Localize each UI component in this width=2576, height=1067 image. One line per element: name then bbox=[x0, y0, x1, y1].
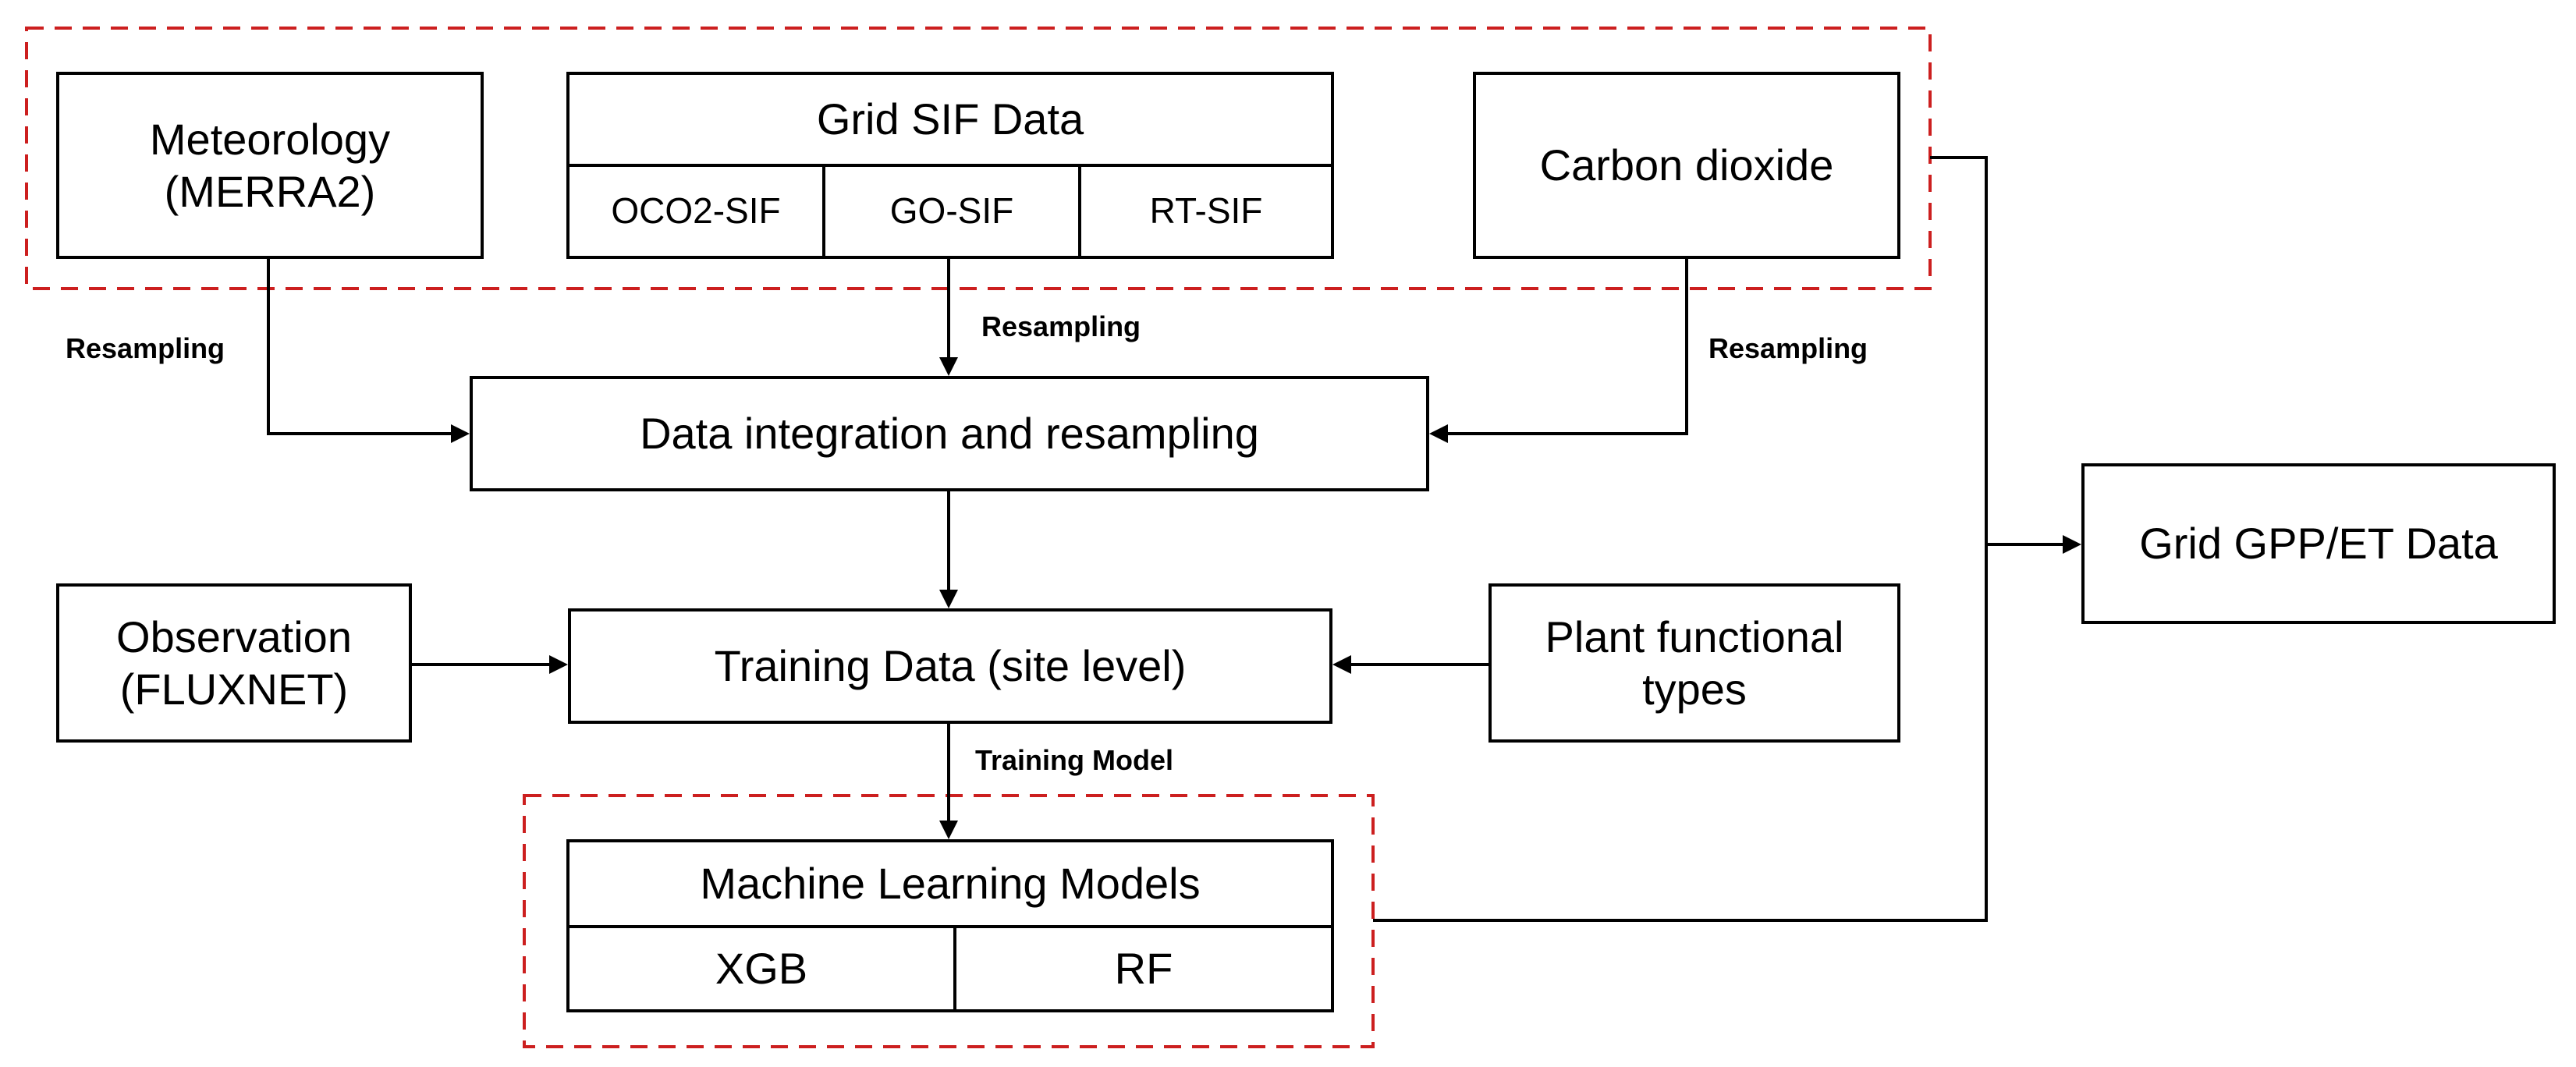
arrowhead-icon bbox=[939, 590, 958, 608]
resampling-label-left: Resampling bbox=[66, 332, 225, 364]
ml-models-node: Machine Learning Models XGB RF bbox=[566, 839, 1334, 1012]
grid-sif-oco2: OCO2-SIF bbox=[569, 167, 825, 256]
resampling-label-center: Resampling bbox=[981, 310, 1141, 342]
data-integration-node: Data integration and resampling bbox=[470, 376, 1429, 491]
ml-to-output-connector bbox=[1373, 543, 2063, 922]
meteorology-line1: Meteorology bbox=[149, 114, 391, 164]
meteorology-line2: (MERRA2) bbox=[164, 167, 376, 216]
arrowhead-icon bbox=[451, 424, 470, 443]
grid-sif-title: Grid SIF Data bbox=[569, 75, 1331, 167]
grid-sif-rtsif: RT-SIF bbox=[1149, 190, 1263, 232]
grid-sif-node: Grid SIF Data OCO2-SIF GO-SIF RT-SIF bbox=[566, 72, 1334, 259]
pft-line2: types bbox=[1642, 665, 1747, 714]
plant-functional-types-node: Plant functional types bbox=[1488, 583, 1900, 743]
inputs-to-output-connector bbox=[1930, 156, 1988, 544]
ml-models-title: Machine Learning Models bbox=[569, 842, 1331, 928]
grid-sif-gosif: GO-SIF bbox=[825, 167, 1081, 256]
meteorology-to-integration-connector bbox=[267, 259, 452, 435]
resampling-label-right: Resampling bbox=[1708, 332, 1868, 364]
training-model-label: Training Model bbox=[975, 744, 1174, 776]
ml-model-rf: RF bbox=[1114, 944, 1173, 994]
carbon-dioxide-node: Carbon dioxide bbox=[1473, 72, 1900, 259]
arrowhead-icon bbox=[2063, 535, 2081, 554]
ml-model-xgb: XGB bbox=[569, 928, 956, 1009]
observation-node: Observation (FLUXNET) bbox=[56, 583, 412, 743]
arrowhead-icon bbox=[939, 357, 958, 376]
arrowhead-icon bbox=[1332, 655, 1351, 674]
observation-line2: (FLUXNET) bbox=[119, 665, 349, 714]
arrowhead-icon bbox=[1429, 424, 1448, 443]
arrowhead-icon bbox=[549, 655, 568, 674]
arrowhead-icon bbox=[939, 821, 958, 839]
training-data-node: Training Data (site level) bbox=[568, 608, 1332, 724]
pft-line1: Plant functional bbox=[1545, 611, 1844, 661]
meteorology-node: Meteorology (MERRA2) bbox=[56, 72, 484, 259]
carbon-to-integration-connector bbox=[1446, 259, 1688, 435]
grid-gpp-et-output-node: Grid GPP/ET Data bbox=[2081, 463, 2556, 624]
observation-line1: Observation bbox=[116, 611, 352, 661]
